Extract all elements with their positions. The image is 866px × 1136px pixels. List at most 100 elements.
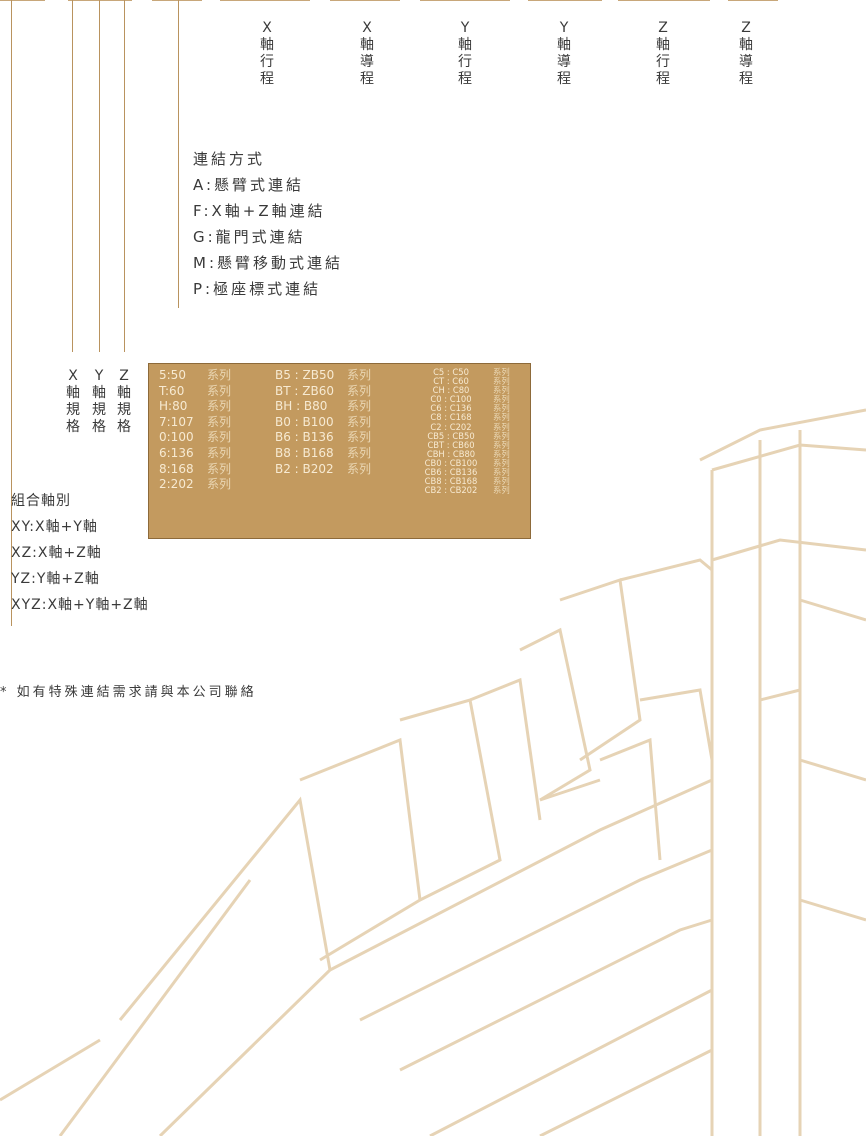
series-code: B6 : B136 bbox=[275, 430, 334, 445]
char: 軸 bbox=[260, 37, 274, 53]
combination-item: XYZ:X軸+Y軸+Z軸 bbox=[11, 597, 149, 613]
series-suffix: 系列 bbox=[347, 445, 372, 460]
series-code: H:80 bbox=[159, 399, 188, 414]
header-rule-8 bbox=[618, 0, 710, 1]
x-axis-spec-label: X 軸 規 格 bbox=[62, 368, 84, 436]
char: 程 bbox=[260, 71, 274, 87]
combo-connector-line bbox=[11, 0, 12, 626]
char: 軸 bbox=[557, 37, 571, 53]
series-row: B2 : B202 系列 bbox=[275, 462, 371, 478]
char: 規 bbox=[66, 402, 80, 418]
series-suffix: 系列 bbox=[347, 383, 372, 398]
axis-combination-list: 組合軸別 XY:X軸+Y軸 XZ:X軸+Z軸 YZ:Y軸+Z軸 XYZ:X軸+Y… bbox=[11, 488, 149, 618]
footnote: * 如有特殊連結需求請與本公司聯絡 bbox=[0, 685, 257, 700]
char: 程 bbox=[360, 71, 374, 87]
char: 規 bbox=[92, 402, 106, 418]
char: 軸 bbox=[66, 385, 80, 401]
series-suffix: 系列 bbox=[207, 430, 232, 445]
series-code: C6 : C136 bbox=[430, 403, 472, 414]
combination-title: 組合軸別 bbox=[11, 493, 71, 509]
header-rule-1 bbox=[0, 0, 45, 1]
column-label-x-lead: X 軸 導 程 bbox=[356, 20, 378, 88]
series-suffix: 系列 bbox=[347, 461, 372, 476]
series-suffix: 系列 bbox=[207, 383, 232, 398]
connection-method-list: 連結方式 A:懸臂式連結 F:X軸+Z軸連結 G:龍門式連結 M:懸臂移動式連結… bbox=[193, 146, 343, 302]
char: 軸 bbox=[656, 37, 670, 53]
series-suffix: 系列 bbox=[493, 385, 510, 396]
char: Y bbox=[460, 20, 470, 36]
series-code: CBT : CB60 bbox=[427, 439, 475, 450]
series-suffix: 系列 bbox=[207, 461, 232, 476]
series-code: 6:136 bbox=[159, 445, 194, 460]
series-suffix: 系列 bbox=[493, 485, 510, 496]
char: 程 bbox=[557, 71, 571, 87]
column-label-y-stroke: Y 軸 行 程 bbox=[454, 20, 476, 88]
char: Y bbox=[94, 368, 104, 384]
char: 行 bbox=[656, 54, 670, 70]
char: 軸 bbox=[117, 385, 131, 401]
series-suffix: 系列 bbox=[347, 399, 372, 414]
y-spec-connector-line bbox=[99, 0, 100, 352]
z-axis-spec-label: Z 軸 規 格 bbox=[113, 368, 135, 436]
header-rule-2 bbox=[68, 0, 132, 1]
series-suffix: 系列 bbox=[493, 476, 510, 487]
char: X bbox=[68, 368, 78, 384]
char: 規 bbox=[117, 402, 131, 418]
connection-connector-line bbox=[178, 0, 179, 308]
char: 程 bbox=[656, 71, 670, 87]
char: X bbox=[362, 20, 372, 36]
series-suffix: 系列 bbox=[207, 414, 232, 429]
series-suffix: 系列 bbox=[493, 394, 510, 405]
series-suffix: 系列 bbox=[493, 457, 510, 468]
header-rule-7 bbox=[528, 0, 602, 1]
char: 軸 bbox=[458, 37, 472, 53]
series-suffix: 系列 bbox=[207, 368, 232, 382]
header-rule-6 bbox=[420, 0, 510, 1]
column-label-x-stroke: X 軸 行 程 bbox=[256, 20, 278, 88]
series-code: CB6 : CB136 bbox=[424, 467, 478, 478]
char: 格 bbox=[92, 419, 106, 435]
char: 軸 bbox=[92, 385, 106, 401]
series-suffix: 系列 bbox=[493, 430, 510, 441]
series-suffix: 系列 bbox=[493, 448, 510, 459]
series-code: B8 : B168 bbox=[275, 445, 334, 460]
char: 格 bbox=[117, 419, 131, 435]
series-suffix: 系列 bbox=[347, 414, 372, 429]
connection-item: P:極座標式連結 bbox=[193, 280, 322, 298]
char: 行 bbox=[260, 54, 274, 70]
column-label-y-lead: Y 軸 導 程 bbox=[553, 20, 575, 88]
series-row: 8:168 系列 bbox=[159, 462, 231, 478]
connection-item: A:懸臂式連結 bbox=[193, 176, 305, 194]
char: X bbox=[262, 20, 272, 36]
series-code: 5:50 bbox=[159, 368, 186, 382]
header-rule-3 bbox=[152, 0, 202, 1]
y-axis-spec-label: Y 軸 規 格 bbox=[88, 368, 110, 436]
series-suffix: 系列 bbox=[493, 467, 510, 478]
series-code: 8:168 bbox=[159, 461, 194, 476]
char: Z bbox=[119, 368, 129, 384]
column-label-z-stroke: Z 軸 行 程 bbox=[652, 20, 674, 88]
series-code: B2 : B202 bbox=[275, 461, 334, 476]
char: 程 bbox=[739, 71, 753, 87]
char: 導 bbox=[360, 54, 374, 70]
series-suffix: 系列 bbox=[493, 376, 510, 387]
series-row: 5:50 系列 bbox=[159, 368, 231, 384]
char: Z bbox=[741, 20, 751, 36]
connection-item: M:懸臂移動式連結 bbox=[193, 254, 343, 272]
